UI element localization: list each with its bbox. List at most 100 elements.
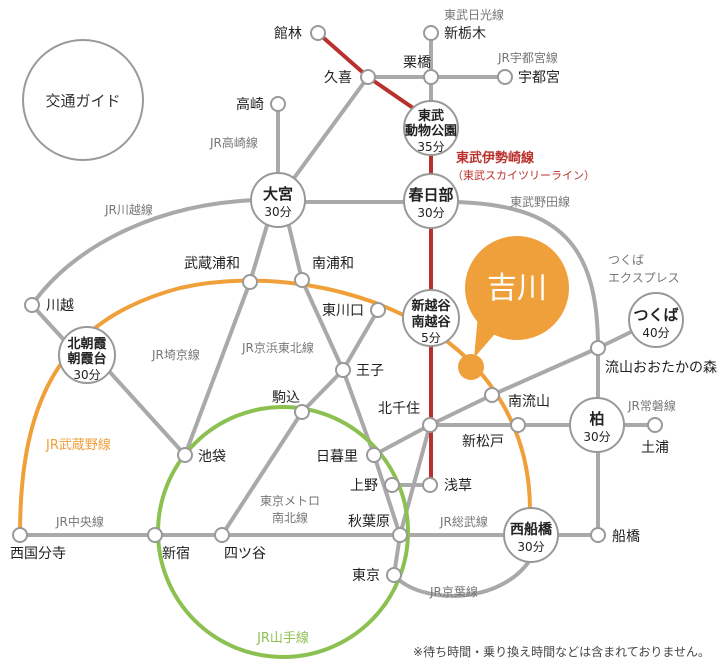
line-label: JR埼京線 [151, 347, 200, 362]
hub-omiya[interactable] [250, 172, 306, 228]
station-label: 川越 [46, 298, 74, 314]
hub-tsukuba[interactable] [628, 292, 684, 348]
tsukuba-express-line-3 [428, 393, 494, 427]
line-label: 東武野田線 [510, 194, 570, 209]
station-label: 北千住 [378, 401, 420, 417]
line-label: JR武蔵野線 [45, 437, 111, 453]
hub-time: 30分 [583, 430, 610, 444]
station-marker[interactable] [294, 404, 310, 420]
yoshikawa-pointer [474, 315, 500, 358]
jr-saikyo-line-2 [183, 280, 252, 457]
tx-akihabara-link [398, 423, 432, 537]
jr-keihin-line-4 [372, 453, 402, 537]
station-marker[interactable] [366, 447, 382, 463]
hub-kasukabe[interactable] [403, 173, 459, 229]
station-label: 久喜 [324, 70, 352, 86]
yoshikawa-label: 吉川 [487, 271, 547, 306]
tsukuba-express-line-2 [490, 346, 600, 397]
station-label: 土浦 [641, 440, 669, 456]
station-marker[interactable] [335, 362, 351, 378]
station-label: 日暮里 [316, 449, 358, 465]
station-marker[interactable] [12, 527, 28, 543]
station-label: 船橋 [612, 529, 640, 545]
line-label: 東京メトロ [260, 494, 320, 508]
hub-label: 柏 [589, 410, 604, 428]
hub-label: つくば [633, 306, 678, 324]
tobu-tojo-line-2 [106, 368, 187, 457]
station-label: 南浦和 [312, 256, 354, 272]
station-label: 館林 [274, 25, 302, 42]
station-marker[interactable] [384, 477, 400, 493]
hub-label: 西船橋 [510, 521, 553, 538]
line-label: JR宇都宮線 [497, 50, 558, 65]
yoshikawa-marker: 吉川 [458, 236, 569, 380]
station-label: 秋葉原 [348, 514, 390, 530]
station-marker[interactable] [310, 25, 326, 41]
station-marker[interactable] [386, 567, 402, 583]
hub-kitaasaka[interactable] [58, 326, 116, 384]
line-label: 東武日光線 [444, 7, 504, 22]
station-marker[interactable] [484, 387, 500, 403]
station-marker[interactable] [590, 340, 606, 356]
hub-label: 北朝霞 [67, 336, 107, 352]
station-label: 東川口 [322, 303, 364, 319]
station-marker[interactable] [392, 527, 408, 543]
metro-namboku-line-2 [220, 410, 304, 537]
line-label: エクスプレス [608, 271, 680, 285]
line-label: 南北線 [272, 510, 308, 525]
station-marker[interactable] [177, 447, 193, 463]
station-marker[interactable] [360, 69, 376, 85]
line-label: つくば [608, 253, 644, 267]
station-marker[interactable] [422, 417, 438, 433]
hub-label: 春日部 [408, 186, 453, 204]
station-marker[interactable] [422, 477, 438, 493]
station-marker[interactable] [147, 527, 163, 543]
hub-nishifunabashi[interactable] [503, 507, 559, 563]
hub-time: 30分 [517, 540, 544, 554]
station-label: 新松戸 [462, 434, 504, 450]
station-label: 王子 [356, 363, 384, 379]
station-label: 新宿 [162, 545, 190, 562]
yoshikawa-station[interactable] [458, 354, 484, 380]
hub-label: 南越谷 [411, 314, 451, 330]
station-label: 西国分寺 [10, 546, 66, 562]
jr-saikyo-line [248, 220, 270, 284]
station-marker[interactable] [270, 96, 286, 112]
hub-label: 東武 [418, 108, 444, 124]
station-label: 池袋 [198, 449, 226, 465]
station-marker[interactable] [647, 417, 663, 433]
saitama-railway-line [341, 308, 380, 372]
station-marker[interactable] [242, 274, 258, 290]
station-label: 浅草 [444, 478, 472, 494]
station-marker[interactable] [423, 25, 439, 41]
station-marker[interactable] [423, 69, 439, 85]
station-marker[interactable] [370, 302, 386, 318]
hub-label: 新越谷 [411, 298, 451, 314]
metro-namboku-line [300, 368, 345, 414]
line-label: JR常磐線 [627, 398, 676, 413]
station-marker[interactable] [497, 69, 513, 85]
station-label: 栗橋 [403, 55, 431, 71]
station-marker[interactable] [590, 527, 606, 543]
hub-tobu-zoo[interactable] [403, 100, 459, 156]
station-marker[interactable] [24, 297, 40, 313]
station-label: 南流山 [508, 394, 550, 410]
small-stations [12, 25, 663, 583]
jr-keihin-line-2 [300, 278, 345, 372]
hub-shinkoshigaya[interactable] [402, 289, 460, 347]
hub-time: 35分 [417, 140, 444, 154]
footnote: ※待ち時間・乗り換え時間などは含まれておりません。 [413, 644, 710, 659]
station-marker[interactable] [294, 272, 310, 288]
tobu-noda-line-2 [453, 200, 600, 402]
station-label: 四ツ谷 [224, 546, 266, 562]
line-label: JR川越線 [104, 202, 153, 217]
line-label: JR山手線 [256, 630, 309, 646]
hub-stations [58, 100, 684, 563]
station-label: 駒込 [272, 390, 300, 406]
station-marker[interactable] [510, 417, 526, 433]
station-marker[interactable] [214, 527, 230, 543]
line-label: 東武伊勢崎線 [456, 150, 535, 166]
hub-time: 30分 [264, 205, 291, 219]
hub-kashiwa[interactable] [569, 397, 625, 453]
